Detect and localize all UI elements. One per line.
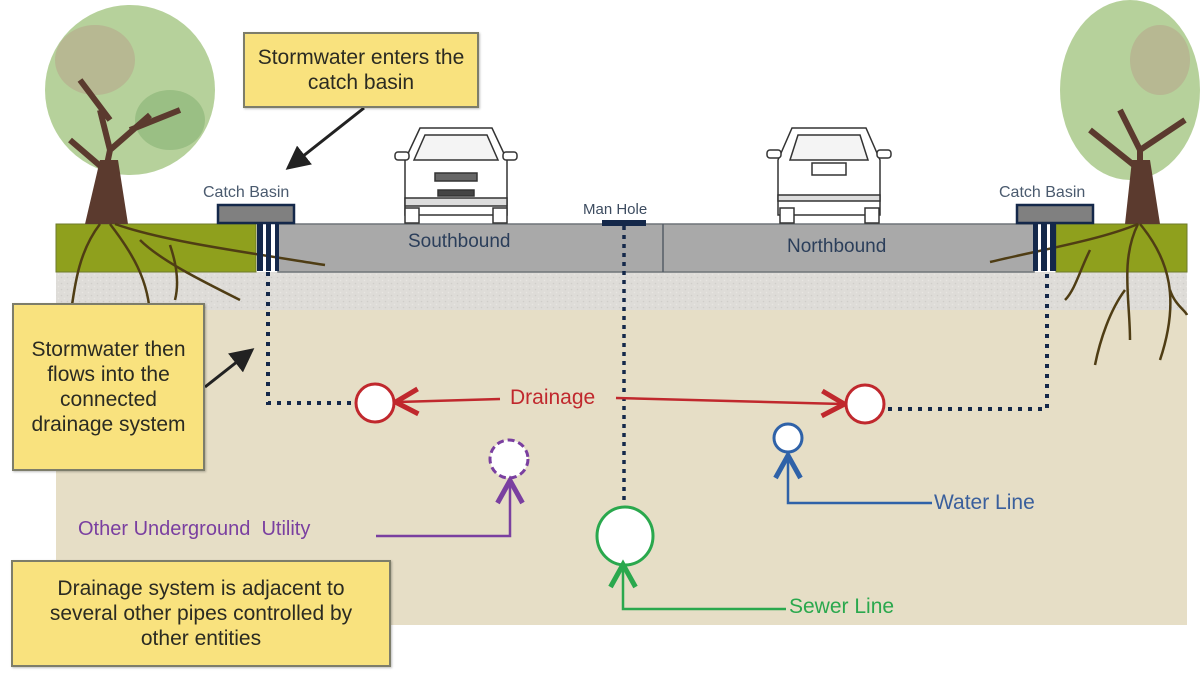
catch-basin-left-label: Catch Basin [203, 184, 290, 201]
callout-catch-basin: Stormwater enters the catch basin [243, 32, 479, 108]
callout-adjacent-pipes: Drainage system is adjacent to several o… [11, 560, 391, 667]
drain-pipe-right [888, 272, 1049, 411]
catch-basin-left [216, 203, 296, 271]
callout-arrow-top [285, 106, 365, 170]
roots-right [989, 222, 1189, 366]
callout-drainage-flow-text: Stormwater then flows into the connected… [31, 337, 186, 437]
manhole-cover-icon [602, 220, 646, 226]
callout-catch-basin-text: Stormwater enters the catch basin [257, 45, 465, 94]
man-hole-label: Man Hole [583, 201, 648, 218]
southbound-label: Southbound [408, 231, 511, 252]
water-pipe-icon [772, 422, 804, 454]
gravel-layer [56, 272, 1187, 310]
other-utility-pipe-icon [488, 438, 530, 480]
car-rear-icon [766, 127, 892, 224]
callout-drainage-flow: Stormwater then flows into the connected… [12, 303, 205, 471]
northbound-label: Northbound [787, 236, 887, 257]
tree-icon [45, 5, 215, 224]
drainage-label: Drainage [506, 386, 600, 410]
water-leader [788, 458, 932, 505]
tree-icon [1060, 0, 1200, 224]
drain-pipe-left [266, 272, 352, 405]
car-front-icon [394, 127, 518, 224]
callout-arrow-left [204, 348, 255, 389]
sewer-line-label: Sewer Line [789, 595, 895, 618]
catch-basin-right-label: Catch Basin [999, 184, 1086, 201]
road [277, 223, 1035, 273]
drainage-arrow-right [615, 398, 842, 404]
drainage-pipe-left-icon [354, 382, 396, 424]
other-utility-label: Other Underground Utility [78, 518, 311, 540]
catch-basin-right [1015, 203, 1095, 271]
callout-adjacent-pipes-text: Drainage system is adjacent to several o… [49, 576, 353, 651]
drainage-arrow-left [398, 399, 501, 402]
drainage-pipe-right-icon [844, 383, 886, 425]
sewer-pipe-icon [595, 505, 655, 567]
water-line-label: Water Line [934, 491, 1035, 514]
other-utility-leader [376, 483, 510, 538]
sewer-leader [623, 567, 786, 611]
